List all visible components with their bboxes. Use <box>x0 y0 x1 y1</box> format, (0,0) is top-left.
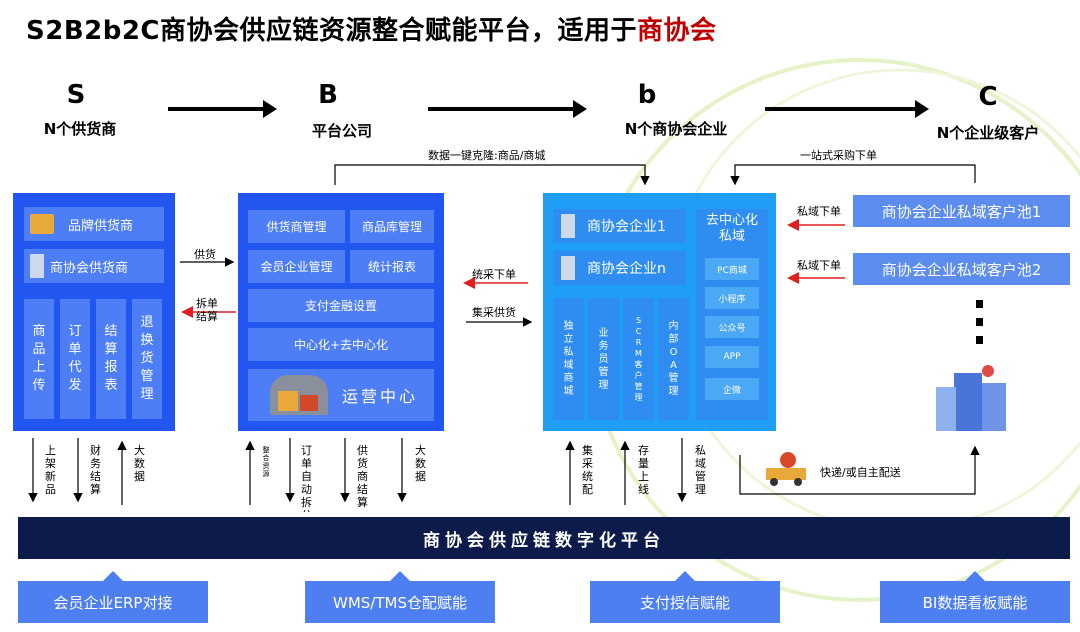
delivery-label: 快递/或自主配送 <box>820 466 901 479</box>
platform-panel: 供货商管理 商品库管理 会员企业管理 统计报表 支付金融设置 中心化+去中心化 … <box>238 193 444 431</box>
supply-label: 供货 <box>194 248 216 261</box>
ellipsis-dot <box>976 318 983 326</box>
label-bigdata-s: 大数据 <box>134 444 145 483</box>
label-integrate-resources: 整合资源 <box>262 446 270 478</box>
supplier-col-returns[interactable]: 退换货管理 <box>132 299 162 419</box>
enterprise-1-row[interactable]: 商协会企业1 <box>553 209 686 243</box>
ops-center[interactable]: 运营中心 <box>248 369 434 421</box>
supplier-mgmt-cell[interactable]: 供货商管理 <box>248 210 345 243</box>
ent-col-scrm[interactable]: SCRM客户管理 <box>623 298 654 420</box>
office-building-icon <box>932 365 1014 431</box>
feature-bi-dashboard[interactable]: BI数据看板赋能 <box>880 571 1070 623</box>
ent-col-private-mall[interactable]: 独立私域商城 <box>553 298 584 420</box>
delivery-courier-icon <box>766 452 810 486</box>
supplier-panel: 品牌供货商 商协会供货商 商品上传 订单代发 结算报表 退换货管理 <box>13 193 175 431</box>
clone-note: 数据一键克隆:商品/商城 <box>428 149 546 162</box>
digital-platform-bar: 商协会供应链数字化平台 <box>18 517 1070 559</box>
ent-col-internal-oa[interactable]: 内部OA管理 <box>658 298 689 420</box>
product-lib-cell[interactable]: 商品库管理 <box>350 210 434 243</box>
payment-settings-cell[interactable]: 支付金融设置 <box>248 289 434 322</box>
stats-report-cell[interactable]: 统计报表 <box>350 250 434 283</box>
building-icon <box>30 254 44 278</box>
ellipsis-dot <box>976 300 983 308</box>
supplier-col-dropship[interactable]: 订单代发 <box>60 299 90 419</box>
role-name-customers: N个企业级客户 <box>936 124 1040 142</box>
label-finance-settle: 财务结算 <box>90 444 101 496</box>
arrow-s-to-b <box>168 100 277 118</box>
role-letter-b: B <box>318 80 338 110</box>
enterprise-n-row[interactable]: 商协会企业n <box>553 251 686 285</box>
page-title: S2B2b2C商协会供应链资源整合赋能平台，适用于商协会 <box>26 16 717 46</box>
channel-wecom[interactable]: 企微 <box>705 378 759 400</box>
arrow-b-to-c <box>765 100 929 118</box>
private-order-label-1: 私域下单 <box>797 205 841 218</box>
channel-app[interactable]: APP <box>705 346 759 368</box>
assoc-supplier-label: 商协会供货商 <box>50 260 129 276</box>
enterprise-panel: 商协会企业1 商协会企业n 独立私域商城 业务员管理 SCRM客户管理 内部OA… <box>543 193 776 431</box>
member-mgmt-cell[interactable]: 会员企业管理 <box>248 250 345 283</box>
ent-col-sales-mgmt[interactable]: 业务员管理 <box>588 298 619 420</box>
role-letter-s: S <box>66 80 86 110</box>
enterprise-1-label: 商协会企业1 <box>587 219 666 235</box>
channel-mini-program[interactable]: 小程序 <box>705 287 759 309</box>
label-stock-online: 存量上线 <box>638 444 649 496</box>
assoc-supplier-row[interactable]: 商协会供货商 <box>24 249 164 283</box>
private-order-label-2: 私域下单 <box>797 259 841 272</box>
channel-official-account[interactable]: 公众号 <box>705 316 759 338</box>
one-stop-note: 一站式采购下单 <box>800 149 877 162</box>
decentral-private-block: 去中心化私域 PC商城 小程序 公众号 APP 企微 <box>696 209 768 420</box>
label-auto-split: 订单自动拆分 <box>301 444 312 512</box>
label-bigdata-b: 大数据 <box>415 444 426 483</box>
supplier-col-settlement[interactable]: 结算报表 <box>96 299 126 419</box>
unified-order-label: 统采下单 <box>472 268 516 281</box>
brand-supplier-label: 品牌供货商 <box>68 218 134 234</box>
building-icon <box>561 214 575 238</box>
label-supplier-settle: 供货商结算 <box>357 444 368 509</box>
title-highlight: 商协会 <box>637 16 717 46</box>
decentral-title: 去中心化私域 <box>705 213 758 244</box>
feature-payment-credit[interactable]: 支付授信赋能 <box>590 571 780 623</box>
package-icon <box>30 214 54 234</box>
arrow-b-to-b <box>428 100 587 118</box>
role-letter-b-lower: b <box>637 80 657 110</box>
building-icon <box>561 256 575 280</box>
ellipsis-dot <box>976 336 983 344</box>
customer-pool-1[interactable]: 商协会企业私域客户池1 <box>853 195 1070 227</box>
split-settle-label: 拆单 结算 <box>196 297 218 323</box>
supplier-col-upload[interactable]: 商品上传 <box>24 299 54 419</box>
central-decentral-cell[interactable]: 中心化+去中心化 <box>248 328 434 361</box>
customer-pool-2[interactable]: 商协会企业私域客户池2 <box>853 253 1070 285</box>
channel-pc-mall[interactable]: PC商城 <box>705 258 759 280</box>
collect-supply-label: 集采供货 <box>472 306 516 319</box>
feature-wms-tms[interactable]: WMS/TMS仓配赋能 <box>305 571 495 623</box>
ops-center-label: 运营中心 <box>342 387 419 406</box>
role-letter-c: C <box>978 82 998 112</box>
label-collect-distribute: 集采统配 <box>582 444 593 496</box>
feature-erp[interactable]: 会员企业ERP对接 <box>18 571 208 623</box>
label-list-new: 上架新品 <box>45 444 56 496</box>
brand-supplier-row[interactable]: 品牌供货商 <box>24 207 164 241</box>
label-private-mgmt: 私域管理 <box>695 444 706 496</box>
warehouse-icon <box>270 375 328 415</box>
role-name-enterprises: N个商协会企业 <box>624 120 728 138</box>
role-name-platform: 平台公司 <box>311 122 372 140</box>
enterprise-n-label: 商协会企业n <box>587 261 666 277</box>
role-name-suppliers: N个供货商 <box>43 120 117 138</box>
